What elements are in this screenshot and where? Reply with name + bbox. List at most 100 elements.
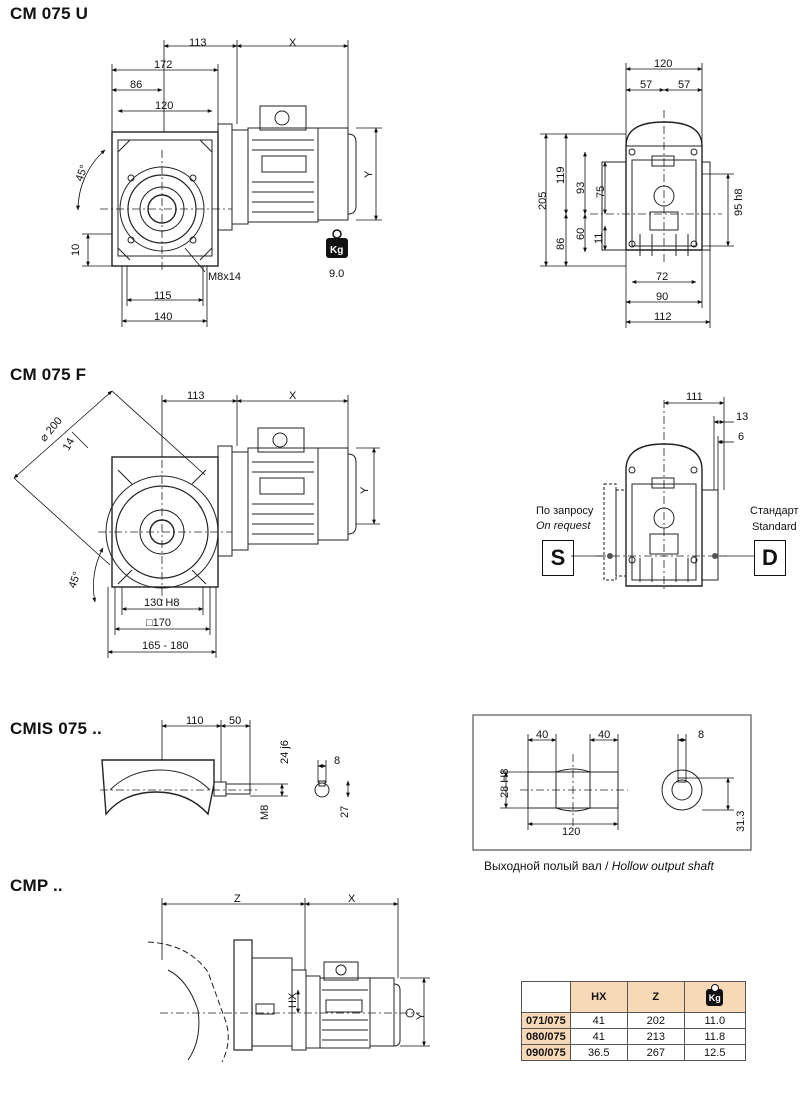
svg-text:112: 112 <box>654 311 672 323</box>
svg-text:Y: Y <box>359 486 371 494</box>
svg-text:45°: 45° <box>67 570 84 590</box>
svg-text:X: X <box>289 37 297 49</box>
svg-text:120: 120 <box>155 100 173 112</box>
svg-text:⌀ 200: ⌀ 200 <box>38 415 65 444</box>
svg-text:172: 172 <box>154 59 172 71</box>
table-row: 090/075 36.5 267 12.5 <box>521 1044 746 1061</box>
svg-text:113: 113 <box>187 390 205 402</box>
section-title-cm-u: CM 075 U <box>10 4 89 23</box>
svg-text:45°: 45° <box>74 163 91 183</box>
svg-text:6: 6 <box>738 431 744 443</box>
table-header-hx: HX <box>569 981 628 1013</box>
svg-text:57: 57 <box>640 79 652 91</box>
cmp-view <box>147 939 420 1063</box>
svg-text:14: 14 <box>61 436 78 453</box>
on-request-marker-dot <box>607 553 613 559</box>
svg-text:28 H8: 28 H8 <box>499 769 511 798</box>
svg-text:10: 10 <box>70 244 82 256</box>
svg-text:M8x14: M8x14 <box>208 271 241 283</box>
svg-text:31.3: 31.3 <box>735 811 747 832</box>
table-header-z: Z <box>626 981 685 1013</box>
hollow-caption-sep: / <box>601 859 612 873</box>
svg-text:75: 75 <box>595 186 607 198</box>
weight-icon: Kg <box>326 229 348 258</box>
svg-text:86: 86 <box>130 79 142 91</box>
standard-label-ru: Стандарт <box>750 505 799 517</box>
svg-text:140: 140 <box>154 311 172 323</box>
cmp-dims <box>161 898 430 1047</box>
hollow-shaft-caption: Выходной полый вал / Hollow output shaft <box>484 859 714 873</box>
weight-value: 9.0 <box>329 268 344 280</box>
svg-text:110: 110 <box>186 715 204 727</box>
on-request-label-en: On request <box>536 520 591 532</box>
svg-text:205: 205 <box>537 192 549 210</box>
section-title-cm-f: CM 075 F <box>10 365 87 384</box>
cm-u-side-dims <box>540 63 734 328</box>
cm-f-front-dims <box>13 390 380 658</box>
svg-text:111: 111 <box>686 391 703 403</box>
cmp-labels: Z X HX Y <box>234 893 427 1020</box>
svg-text:86: 86 <box>555 238 567 250</box>
svg-text:8: 8 <box>698 729 704 741</box>
svg-text:8: 8 <box>334 755 340 767</box>
svg-text:72: 72 <box>656 271 668 283</box>
hollow-shaft-labels: 40 40 28 H8 120 8 31.3 <box>499 729 747 838</box>
svg-text:130 H8: 130 H8 <box>144 597 179 609</box>
section-title-cmis: CMIS 075 .. <box>10 719 102 738</box>
svg-text:50: 50 <box>229 715 241 727</box>
svg-text:X: X <box>289 390 297 402</box>
hollow-caption-ru: Выходной полый вал <box>484 859 602 873</box>
hollow-shaft-box <box>472 714 752 851</box>
svg-text:Y: Y <box>415 1012 427 1020</box>
cm-u-side-labels: 120 57 57 205 119 93 75 86 60 11 95 h8 7… <box>537 58 745 323</box>
svg-text:113: 113 <box>189 37 207 49</box>
hollow-caption-en: Hollow output shaft <box>611 859 714 873</box>
cm-f-front-view <box>98 427 357 606</box>
svg-text:60: 60 <box>575 228 587 240</box>
svg-text:119: 119 <box>555 166 567 184</box>
cm-f-front-labels: 113 X ⌀ 200 14 Y 45° 130 H8 □170 165 - 1… <box>38 390 371 652</box>
cmis-dims <box>161 720 350 798</box>
cm-u-front-view <box>100 105 357 270</box>
svg-text:27: 27 <box>339 806 351 818</box>
svg-text:93: 93 <box>575 182 587 194</box>
cm-u-front-dims <box>76 40 382 327</box>
table-header-weight: Kg <box>683 981 746 1013</box>
svg-text:165 - 180: 165 - 180 <box>142 640 188 652</box>
svg-text:115: 115 <box>154 290 172 302</box>
section-title-cmp: CMP .. <box>10 876 63 895</box>
svg-text:40: 40 <box>536 729 548 741</box>
svg-text:X: X <box>348 893 356 905</box>
cmis-view <box>100 759 330 816</box>
svg-text:11: 11 <box>593 233 605 244</box>
svg-text:Y: Y <box>363 170 375 178</box>
svg-text:57: 57 <box>678 79 690 91</box>
svg-text:120: 120 <box>654 58 672 70</box>
standard-marker-dot <box>712 553 718 559</box>
svg-text:24 j6: 24 j6 <box>279 740 291 764</box>
cmis-labels: 110 50 24 j6 M8 8 27 <box>186 715 351 820</box>
svg-text:□170: □170 <box>146 617 171 629</box>
table-row: 080/075 41 213 11.8 <box>521 1028 746 1045</box>
spec-table: HX Z Kg 071/075 41 202 11.0 080/075 41 2… <box>521 981 746 1061</box>
svg-text:Z: Z <box>234 893 241 905</box>
option-d-box: D <box>754 540 786 576</box>
hollow-shaft-view <box>520 754 703 826</box>
svg-text:HX: HX <box>287 992 299 1008</box>
standard-label-en: Standard <box>752 521 797 533</box>
svg-text:95 h8: 95 h8 <box>733 188 745 216</box>
svg-text:Kg: Kg <box>330 245 343 256</box>
svg-text:40: 40 <box>598 729 610 741</box>
on-request-label-ru: По запросу <box>536 505 594 517</box>
cm-u-front-labels: 113 X 172 86 120 Y 45° 10 M8x14 115 140 <box>70 37 375 323</box>
hollow-shaft-dims <box>500 734 734 830</box>
weight-icon: Kg <box>706 983 724 1006</box>
svg-text:120: 120 <box>562 826 580 838</box>
cm-f-side-view <box>596 400 726 590</box>
svg-text:M8: M8 <box>259 805 271 820</box>
table-corner <box>521 981 571 1013</box>
table-row: 071/075 41 202 11.0 <box>521 1012 746 1029</box>
option-s-box: S <box>542 540 574 576</box>
svg-text:13: 13 <box>736 411 748 423</box>
